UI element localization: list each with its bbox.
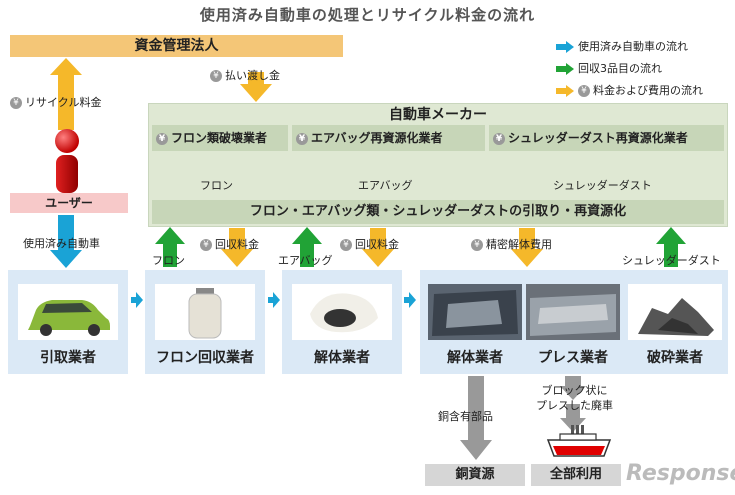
- panel-dismantle1: 解体業者: [282, 270, 402, 374]
- fee-arrow-dismantle-down: [362, 228, 394, 267]
- block-arrow-down: [560, 404, 586, 432]
- payout-label: ¥払い渡し金: [210, 67, 280, 83]
- panel-combined: 解体業者 プレス業者 破砕業者: [420, 270, 728, 374]
- legend-item-parts: 回収3品目の流れ: [556, 60, 703, 76]
- panel-label-dismantle2: 解体業者: [447, 350, 503, 366]
- car-photo: [18, 284, 118, 340]
- yen-icon: ¥: [156, 132, 168, 145]
- legend-item-car: 使用済み自動車の流れ: [556, 38, 703, 54]
- sub-shredder-recycle: ¥シュレッダーダスト再資源化業者: [489, 125, 724, 151]
- shredder-photo: [628, 284, 722, 340]
- user-label: ユーザー: [10, 193, 128, 213]
- panel-label-pickup: 引取業者: [40, 350, 96, 366]
- car-arrow-user-to-pickup: [50, 215, 82, 268]
- fee-arrow-freon-down: [221, 228, 253, 267]
- legend-item-fee: ¥料金および費用の流れ: [556, 82, 703, 98]
- panel-label-freon: フロン回収業者: [156, 350, 254, 366]
- maker-title: 自動車メーカー: [389, 107, 487, 123]
- parts-arrow-shredder-mid: [656, 227, 686, 267]
- yen-icon: ¥: [471, 239, 483, 251]
- press-photo: [526, 284, 620, 340]
- panel-label-dismantle1: 解体業者: [314, 350, 370, 366]
- car-arrow-2: [268, 292, 280, 308]
- mid-label-precise-fee: ¥精密解体費用: [471, 236, 552, 252]
- block-car-label: ブロック状に プレスした廃車: [536, 384, 613, 412]
- gas-cylinder-icon: [188, 288, 222, 339]
- car-arrow-1: [131, 292, 143, 308]
- yellow-arrow-icon: [556, 85, 574, 97]
- yen-icon: ¥: [200, 239, 212, 251]
- yen-icon: ¥: [578, 85, 590, 97]
- parts-arrow-airbag-mid: [292, 227, 322, 267]
- page-title: 使用済み自動車の処理とリサイクル料金の流れ: [199, 6, 536, 24]
- full-use-box: 全部利用: [531, 464, 621, 486]
- yen-icon: ¥: [10, 97, 22, 109]
- legend: 使用済み自動車の流れ 回収3品目の流れ ¥料金および費用の流れ: [556, 38, 703, 98]
- airbag-photo: [292, 284, 392, 340]
- recycle-fee-label: ¥リサイクル料金: [10, 94, 101, 110]
- green-arrow-icon: [556, 63, 574, 75]
- used-car-label: 使用済み自動車: [23, 237, 100, 250]
- panel-freon: フロン回収業者: [145, 270, 265, 374]
- copper-resource-box: 銅資源: [425, 464, 525, 486]
- watermark-logo: Response.: [626, 461, 735, 486]
- engine-bay-icon: [432, 290, 518, 336]
- fee-arrow-precise-down: [511, 228, 543, 267]
- mid-label-freon: フロン: [152, 254, 185, 267]
- mid-label-shredder: シュレッダーダスト: [622, 254, 721, 267]
- dismantle-photo: [428, 284, 522, 340]
- sub-freon-destroy: ¥フロン類破壊業者: [152, 125, 288, 151]
- press-arrow-down: [560, 376, 586, 400]
- scrap-pile-icon: [638, 298, 714, 336]
- panel-pickup: 引取業者: [8, 270, 128, 374]
- copper-arrow-down: [460, 376, 492, 460]
- yen-icon: ¥: [493, 132, 505, 145]
- mid-label-collect-fee1: ¥回収料金: [200, 236, 259, 252]
- maker-bottom-bar: フロン・エアバッグ類・シュレッダーダストの引取り・再資源化: [152, 200, 724, 224]
- copper-parts-label: 銅含有部品: [438, 410, 493, 423]
- pressed-car-icon: [530, 294, 616, 336]
- freon-tank-photo: [155, 284, 255, 340]
- flow-label-freon: フロン: [200, 179, 233, 192]
- yen-icon: ¥: [210, 70, 222, 82]
- car-icon: [28, 300, 110, 336]
- furnace-icon: [546, 425, 612, 457]
- flow-label-airbag: エアバッグ: [358, 179, 413, 192]
- panel-label-press: プレス業者: [538, 350, 608, 366]
- fee-arrow-user-to-fund: [50, 58, 82, 130]
- sub-airbag-recycle: ¥エアバッグ再資源化業者: [292, 125, 485, 151]
- fee-arrow-fund-to-maker: [240, 72, 272, 102]
- airbag-icon: [310, 293, 378, 333]
- yen-icon: ¥: [296, 132, 308, 145]
- flow-label-shredder: シュレッダーダスト: [553, 179, 652, 192]
- yen-icon: ¥: [340, 239, 352, 251]
- user-figure-icon: [55, 129, 79, 193]
- parts-arrow-freon-mid: [155, 227, 185, 267]
- blue-arrow-icon: [556, 41, 574, 53]
- fund-org-box: 資金管理法人: [10, 35, 343, 57]
- mid-label-collect-fee2: ¥回収料金: [340, 236, 399, 252]
- mid-label-airbag: エアバッグ: [278, 254, 333, 267]
- panel-label-shredder: 破砕業者: [647, 350, 703, 366]
- car-arrow-3: [404, 292, 416, 308]
